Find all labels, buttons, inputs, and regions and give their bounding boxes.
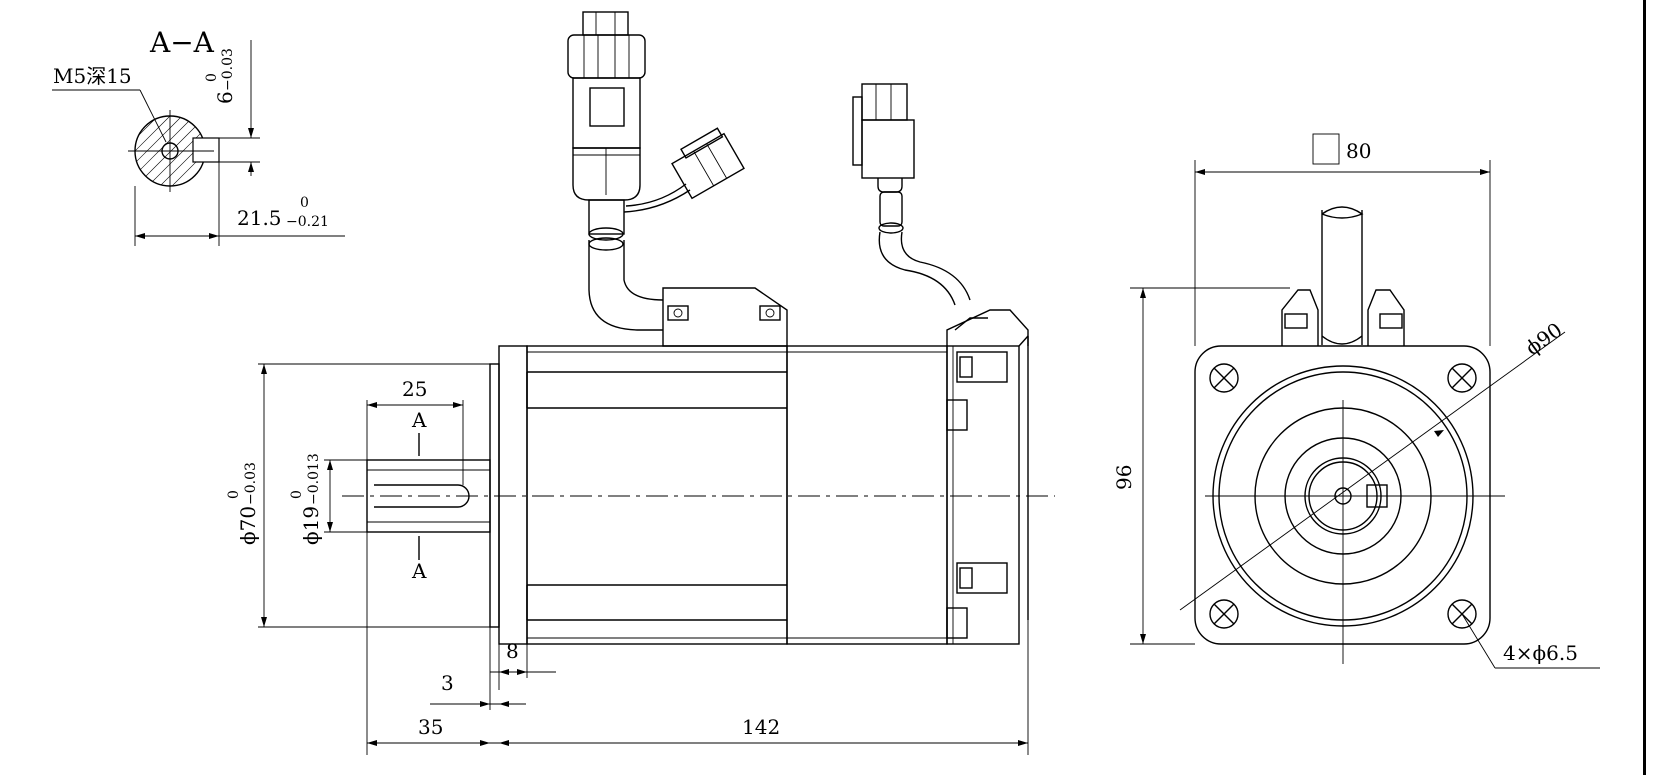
key-depth: 21.5	[237, 206, 282, 230]
hole-note: M5深15	[53, 64, 132, 88]
encoder-connector	[861, 119, 915, 179]
front-flange-square	[1194, 345, 1491, 645]
square-symbol	[1312, 133, 1340, 165]
dim-flange-upper-tol: 0	[226, 490, 242, 499]
section-mark-bottom: A	[411, 559, 427, 583]
dim-mounting-holes: 4×ϕ6.5	[1503, 641, 1578, 665]
mounting-hole-tl	[1209, 363, 1239, 393]
front-connector-left	[1281, 289, 1319, 346]
section-title: A−A	[149, 26, 215, 59]
mounting-hole-tr	[1447, 363, 1477, 393]
body-front	[526, 345, 788, 645]
power-cable	[567, 11, 745, 331]
mounting-hole-bl	[1209, 599, 1239, 629]
flange	[498, 345, 528, 645]
encoder-cover	[946, 345, 1020, 645]
dim-shaft-lower-tol: −0.013	[306, 453, 322, 505]
section-mark-top: A	[411, 408, 427, 432]
encoder-cable	[852, 83, 971, 306]
power-connector-base	[662, 287, 788, 347]
dim-shaft-diameter: ϕ19	[299, 506, 323, 545]
dim-flange-thickness: 8	[506, 639, 519, 663]
key-height: 6	[213, 91, 237, 104]
section-a-a: A−A M5深15 6	[52, 26, 345, 246]
body-rear	[786, 345, 948, 645]
plug-nut	[567, 34, 646, 79]
dim-flange-lower-tol: −0.03	[243, 462, 259, 505]
dim-shaft-upper-tol: 0	[289, 490, 305, 499]
dim-shaft-length: 25	[402, 377, 427, 401]
key-depth-lower-tol: −0.21	[286, 214, 329, 230]
shaft	[366, 459, 491, 533]
front-view: 80 96 ϕ90 4×ϕ6.5	[1112, 133, 1600, 669]
brake-connector	[671, 127, 745, 200]
dim-square-size: 80	[1346, 139, 1371, 163]
key-depth-upper-tol: 0	[300, 195, 309, 211]
dim-spigot-length: 3	[441, 671, 454, 695]
side-view: A A 25 ϕ70 −0.03 0 ϕ19 −0.013 0	[226, 11, 1055, 755]
dim-body-length: 142	[742, 715, 780, 739]
dim-height: 96	[1112, 465, 1136, 490]
key-height-lower-tol: −0.03	[220, 48, 236, 91]
front-connector-right	[1367, 289, 1405, 346]
rear-connector-housing	[946, 309, 1029, 346]
key-height-upper-tol: 0	[204, 73, 220, 82]
drawing-border	[1643, 0, 1646, 775]
dim-flange-diameter: ϕ70	[236, 506, 260, 545]
dim-bolt-circle: ϕ90	[1521, 318, 1567, 360]
front-cable	[1321, 210, 1363, 345]
dim-shaft-total: 35	[418, 715, 443, 739]
